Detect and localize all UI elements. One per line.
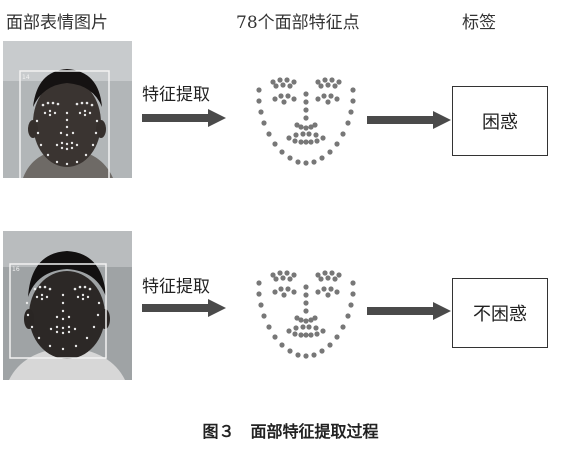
right-arrow-icon	[142, 299, 226, 317]
face-photo-1: 14	[3, 41, 132, 178]
right-arrow-icon	[367, 302, 451, 320]
label-box-2: 不困惑	[452, 278, 548, 348]
svg-text:14: 14	[22, 74, 30, 81]
right-arrow-icon	[142, 109, 226, 127]
face-photo-icon: 14	[3, 41, 132, 178]
header-photos: 面部表情图片	[6, 13, 108, 33]
figure-caption: 图３ 面部特征提取过程	[202, 422, 379, 441]
right-arrow-icon	[367, 111, 451, 129]
label-box-1: 困惑	[452, 86, 548, 156]
label-text-1: 困惑	[482, 112, 518, 133]
header-landmarks: 78个面部特征点	[236, 13, 360, 33]
face-photo-2: 16	[3, 231, 132, 380]
svg-text:16: 16	[12, 266, 20, 273]
face-photo-icon: 16	[3, 231, 132, 380]
landmark-face-icon	[256, 77, 356, 166]
extract-label-1: 特征提取	[142, 85, 210, 105]
label-text-2: 不困惑	[473, 304, 527, 325]
header-labels: 标签	[462, 13, 496, 33]
landmark-face-icon	[256, 270, 356, 359]
extract-label-2: 特征提取	[142, 277, 210, 297]
